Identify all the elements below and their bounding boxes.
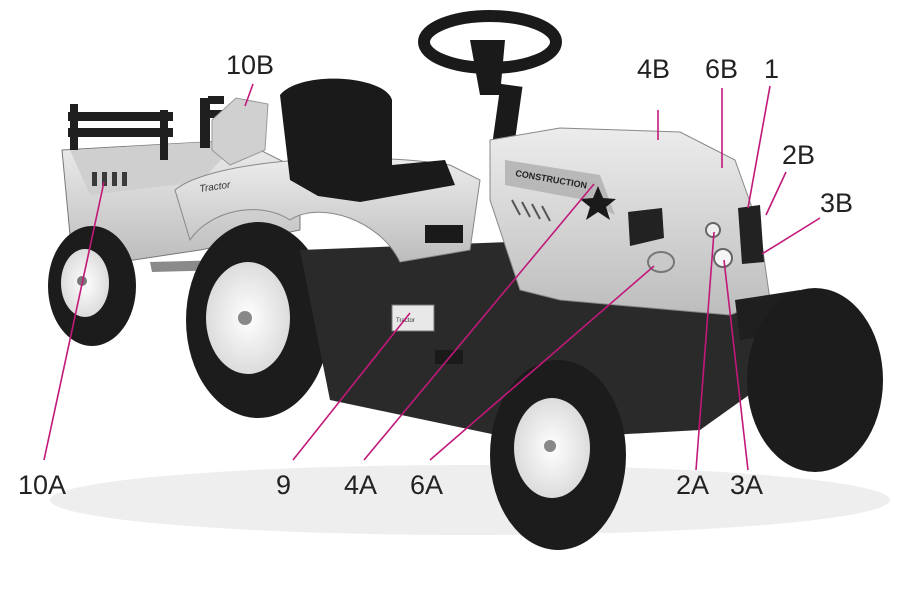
side-lamp <box>647 251 675 273</box>
front-grille <box>738 205 764 264</box>
trailer-rail <box>68 96 224 160</box>
hood-side-vents <box>511 199 551 222</box>
leader-10B <box>244 83 254 107</box>
front-lamp-lower <box>713 248 733 268</box>
leader-10A <box>43 181 105 461</box>
leader-2A <box>695 231 715 471</box>
trailer-wheel <box>48 226 136 346</box>
side-grille <box>628 208 664 246</box>
leader-3A <box>723 259 749 471</box>
callout-6A: 6A <box>410 470 444 500</box>
callout-10A: 10A <box>18 470 67 500</box>
callout-3A: 3A <box>730 470 764 500</box>
trailer-scoop <box>211 97 269 166</box>
callout-6B: 6B <box>705 54 739 84</box>
leader-6A <box>429 265 655 461</box>
fender-text: Tractor <box>199 180 232 195</box>
star-logo <box>580 186 616 220</box>
callout-3B: 3B <box>820 188 854 218</box>
callout-9: 9 <box>276 470 292 500</box>
side-plate-text: Tractor <box>396 318 415 324</box>
tractor-body: CONSTRUCTION Tractor Tractor <box>174 10 805 440</box>
callout-2B: 2B <box>782 140 816 170</box>
callout-4A: 4A <box>344 470 378 500</box>
leader-9 <box>292 312 411 461</box>
front-wheel-left <box>490 360 626 550</box>
leader-lines <box>43 83 821 471</box>
trailer-vents <box>92 172 127 186</box>
callout-1: 1 <box>764 54 780 84</box>
leader-3B <box>761 217 821 255</box>
callout-2A: 2A <box>676 470 710 500</box>
rear-wheel <box>186 222 330 418</box>
seat <box>280 78 455 202</box>
callout-4B: 4B <box>637 54 671 84</box>
front-wheel-right <box>747 288 883 472</box>
leader-4A <box>363 183 595 461</box>
leader-1 <box>747 85 771 209</box>
leader-2B <box>765 171 787 216</box>
callout-10B: 10B <box>226 50 275 80</box>
